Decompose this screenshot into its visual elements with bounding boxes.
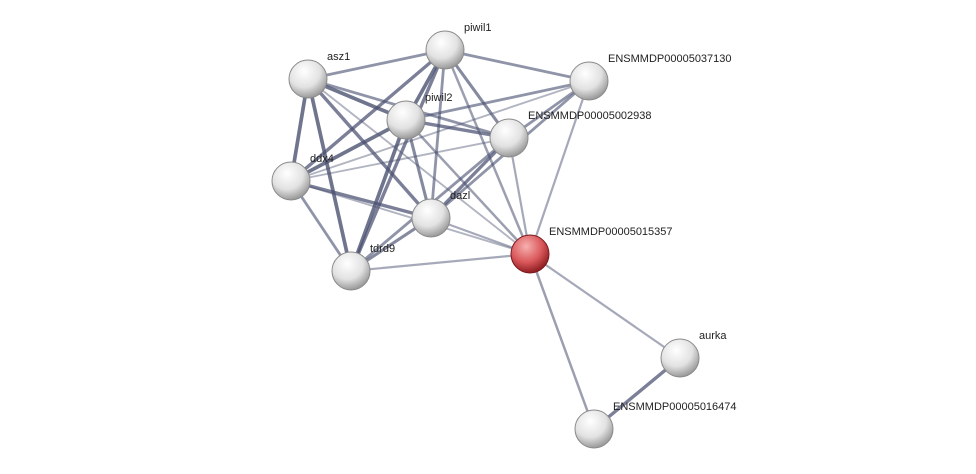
edge-tdrd9-e5357[interactable] (350, 252, 531, 273)
edge-e7130-e5357[interactable] (528, 80, 591, 255)
node-tdrd9[interactable]: tdrd9 (331, 243, 395, 291)
node-sphere[interactable] (288, 59, 328, 99)
node-sphere[interactable] (574, 409, 614, 449)
node-label: ddx4 (310, 153, 334, 165)
node-e6474[interactable]: ENSMMDP00005016474 (574, 401, 737, 449)
edge-piwil1-dazl[interactable] (429, 49, 447, 219)
node-sphere[interactable] (569, 61, 609, 101)
node-label: aurka (699, 330, 727, 342)
edge-e5357-aurka[interactable] (529, 253, 681, 359)
edge-e5357-e6474[interactable] (528, 253, 596, 430)
node-aurka[interactable]: aurka (660, 330, 727, 378)
edge-piwil1-e5357[interactable] (443, 49, 532, 255)
node-e7130[interactable]: ENSMMDP00005037130 (569, 53, 732, 101)
edge-asz1-piwil1[interactable] (307, 48, 446, 81)
node-label: dazl (450, 190, 470, 202)
edge-asz1-dazl[interactable] (306, 77, 433, 220)
edge-ddx4-e5357[interactable] (290, 180, 531, 255)
edge-piwil1-tdrd9[interactable] (349, 49, 447, 272)
node-piwil2[interactable]: piwil2 (386, 92, 453, 140)
node-piwil1[interactable]: piwil1 (425, 22, 492, 70)
node-label: piwil1 (464, 22, 492, 34)
node-sphere[interactable] (331, 251, 371, 291)
node-label: ENSMMDP00005016474 (613, 401, 737, 413)
node-sphere[interactable] (411, 198, 451, 238)
node-label: ENSMMDP00005015357 (549, 226, 673, 238)
node-sphere[interactable] (425, 30, 465, 70)
edge-piwil1-e7130[interactable] (444, 48, 590, 83)
node-e2938[interactable]: ENSMMDP00005002938 (489, 110, 652, 158)
edge-ddx4-dazl[interactable] (290, 179, 432, 220)
node-sphere[interactable] (510, 234, 550, 274)
edge-piwil2-ddx4[interactable] (290, 118, 407, 183)
edge-e2938-ddx4[interactable] (290, 137, 510, 182)
node-sphere[interactable] (386, 100, 426, 140)
node-label: tdrd9 (370, 243, 395, 255)
edges-layer (289, 48, 682, 431)
node-label: ENSMMDP00005002938 (528, 110, 652, 122)
edge-e2938-e5357[interactable] (507, 137, 532, 255)
edge-asz1-tdrd9[interactable] (306, 78, 353, 272)
edge-piwil1-ddx4[interactable] (289, 48, 447, 183)
nodes-layer: piwil1 asz1 ENSMMDP00005037130 piwil2ENSMMD… (271, 22, 737, 449)
node-label: asz1 (327, 51, 350, 63)
edge-piwil2-e7130[interactable] (405, 79, 590, 122)
node-sphere[interactable] (660, 338, 700, 378)
node-asz1[interactable]: asz1 (288, 51, 350, 99)
node-sphere[interactable] (489, 118, 529, 158)
edge-e7130-ddx4[interactable] (290, 80, 590, 182)
node-label: ENSMMDP00005037130 (608, 53, 732, 65)
node-ddx4[interactable]: ddx4 (271, 153, 334, 201)
edge-piwil2-tdrd9[interactable] (349, 119, 408, 272)
node-e5357[interactable]: ENSMMDP00005015357 (510, 226, 673, 274)
node-sphere[interactable] (271, 161, 311, 201)
node-dazl[interactable]: dazl (411, 190, 470, 238)
node-label: piwil2 (425, 92, 453, 104)
